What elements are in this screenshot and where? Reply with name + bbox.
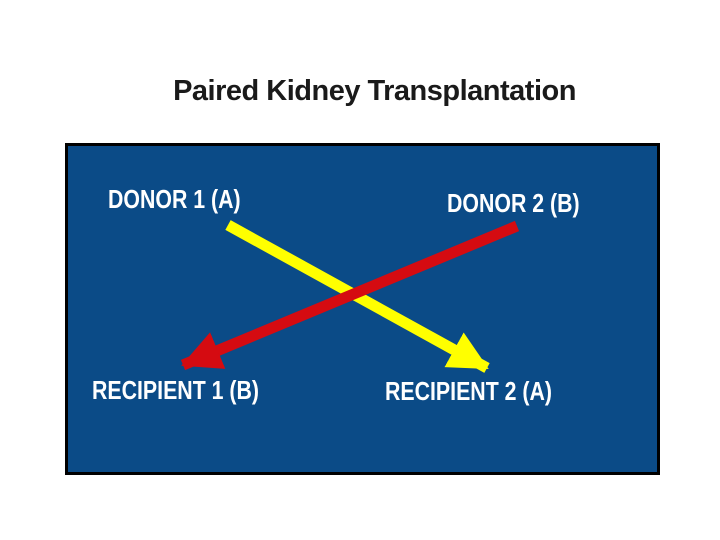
label-donor-1: DONOR 1 (A) — [108, 184, 241, 214]
label-recipient-1: RECIPIENT 1 (B) — [92, 375, 260, 405]
diagram-panel — [65, 143, 660, 475]
arrow-donor2-to-recipient1 — [180, 220, 520, 371]
slide-title: Paired Kidney Transplantation — [173, 75, 576, 107]
label-donor-2: DONOR 2 (B) — [447, 188, 580, 218]
label-recipient-2: RECIPIENT 2 (A) — [385, 376, 553, 406]
